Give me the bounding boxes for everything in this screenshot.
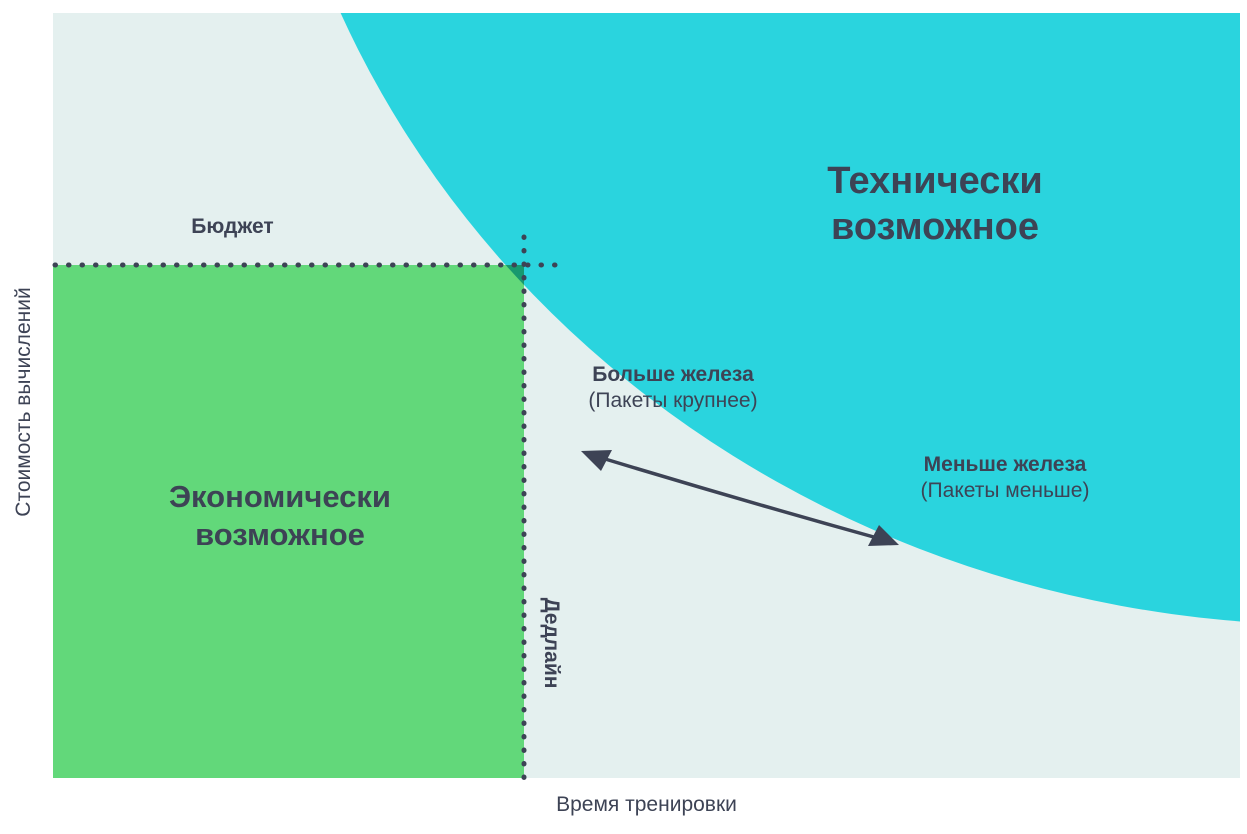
- technically-feasible-region: [340, 13, 1240, 622]
- economically-feasible-label: Экономически возможное: [169, 479, 391, 552]
- more-hardware-title: Больше железа: [592, 363, 754, 386]
- technically-feasible-label: Технически возможное: [827, 160, 1043, 249]
- less-hardware-annotation: Меньше железа (Пакеты меньше): [855, 452, 1155, 505]
- overlap-region: [505, 265, 524, 285]
- y-axis-label: Стоимость вычислений: [12, 287, 35, 517]
- economically-feasible-region: [53, 265, 524, 778]
- less-hardware-subtitle: (Пакеты меньше): [920, 479, 1090, 503]
- budget-threshold-label: Бюджет: [191, 215, 274, 238]
- x-axis-label: Время тренировки: [556, 793, 737, 816]
- less-hardware-title: Меньше железа: [923, 453, 1087, 476]
- tradeoff-arrow: [581, 450, 899, 546]
- more-hardware-annotation: Больше железа (Пакеты крупнее): [523, 362, 823, 415]
- more-hardware-subtitle: (Пакеты крупнее): [588, 389, 758, 413]
- deadline-threshold-label: Дедлайн: [540, 597, 563, 689]
